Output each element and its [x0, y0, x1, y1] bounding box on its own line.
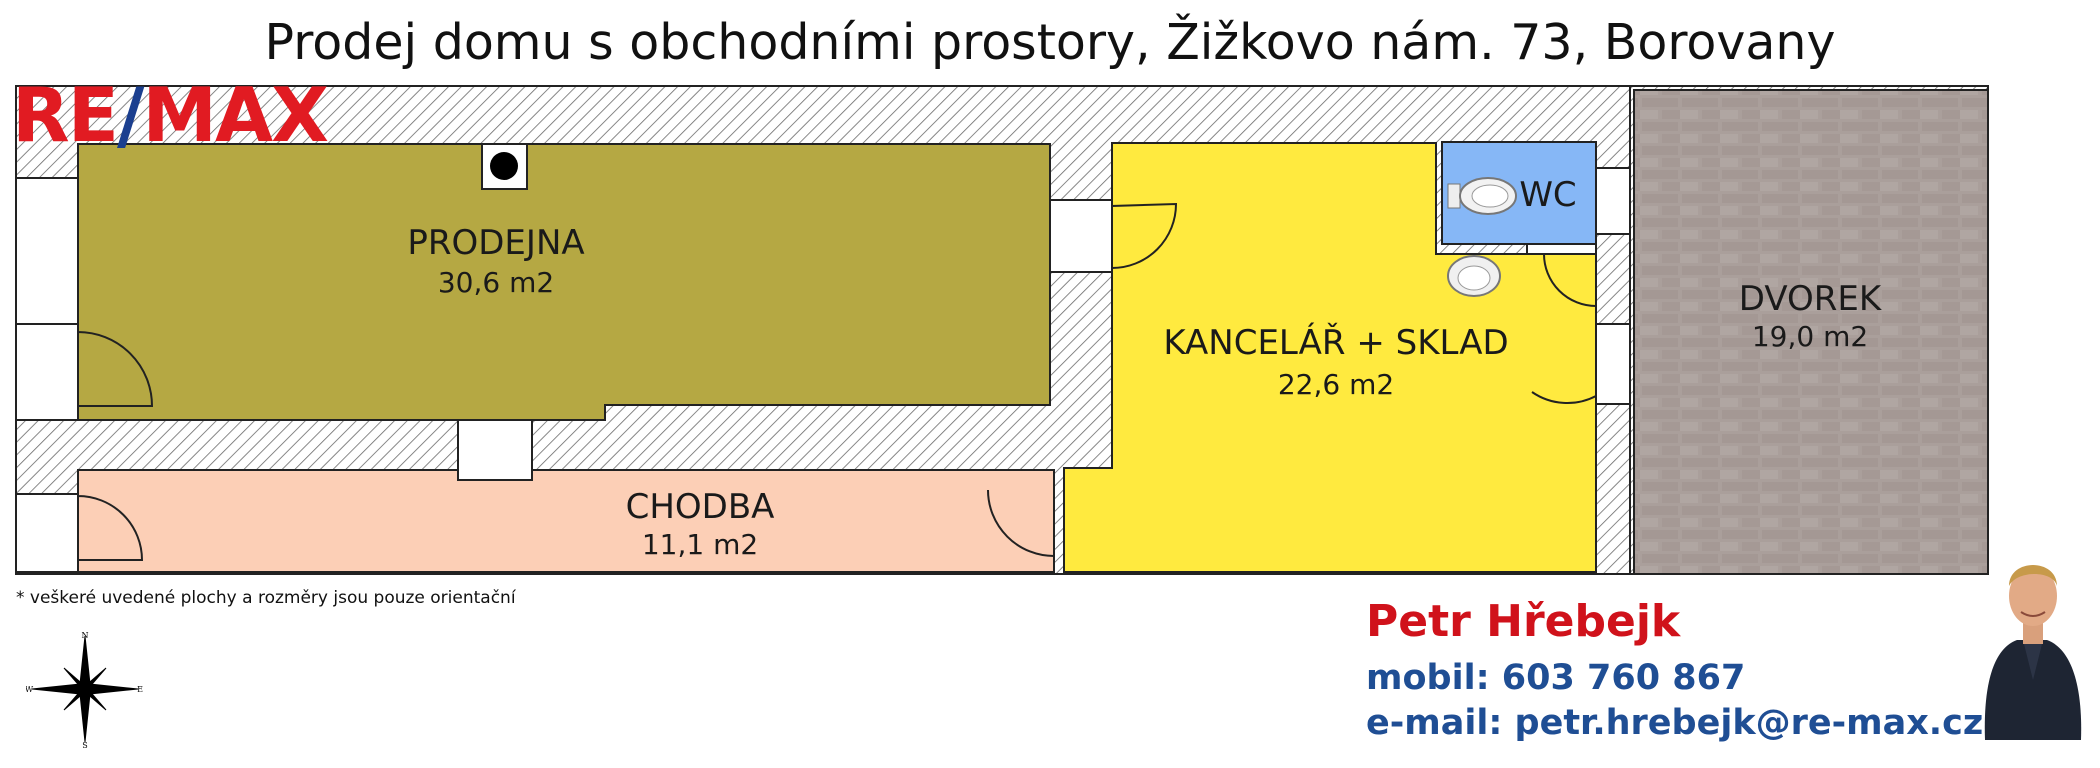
- svg-text:E: E: [137, 685, 143, 694]
- footnote: * veškeré uvedené plochy a rozměry jsou …: [16, 588, 516, 608]
- svg-text:W: W: [26, 685, 34, 694]
- area-chodba: 11,1 m2: [642, 528, 758, 561]
- room-dvorek: [1633, 89, 1989, 575]
- sink-icon: [1447, 255, 1501, 297]
- doorway-prodejna-kancelar: [1049, 199, 1113, 273]
- window-west-1: [15, 177, 79, 325]
- agent-portrait: [1984, 565, 2082, 740]
- window-kancelar-north: [1595, 167, 1631, 235]
- page-title: Prodej domu s obchodními prostory, Žižko…: [264, 14, 1836, 71]
- doorway-wc: [1526, 243, 1597, 255]
- agent-email: e-mail: petr.hrebejk@re-max.cz: [1366, 703, 1984, 743]
- toilet-icon: [1447, 177, 1517, 215]
- agent-name: Petr Hřebejk: [1366, 596, 1681, 647]
- label-kancelar: KANCELÁŘ + SKLAD: [1163, 322, 1508, 363]
- window-west-3: [15, 493, 79, 573]
- label-dvorek: DVOREK: [1739, 279, 1883, 319]
- svg-text:N: N: [82, 631, 89, 640]
- agent-mobile: mobil: 603 760 867: [1366, 658, 1746, 698]
- doorway-kancelar-dvorek: [1595, 323, 1631, 405]
- room-kancelar-sklad: [1063, 142, 1597, 573]
- compass-rose-icon: N S E W: [26, 631, 143, 748]
- window-west-2: [15, 323, 79, 421]
- remax-logo: RE/MAX: [12, 71, 329, 159]
- room-prodejna: [77, 143, 1051, 421]
- room-chodba: [77, 469, 1055, 573]
- label-prodejna: PRODEJNA: [407, 223, 584, 263]
- label-chodba: CHODBA: [626, 487, 775, 527]
- area-dvorek: 19,0 m2: [1752, 320, 1868, 353]
- doorway-prodejna-chodba: [457, 419, 533, 481]
- area-kancelar: 22,6 m2: [1278, 368, 1394, 401]
- area-prodejna: 30,6 m2: [438, 266, 554, 299]
- door-swings: [77, 202, 1597, 561]
- label-wc: WC: [1519, 175, 1576, 215]
- svg-text:S: S: [82, 741, 87, 748]
